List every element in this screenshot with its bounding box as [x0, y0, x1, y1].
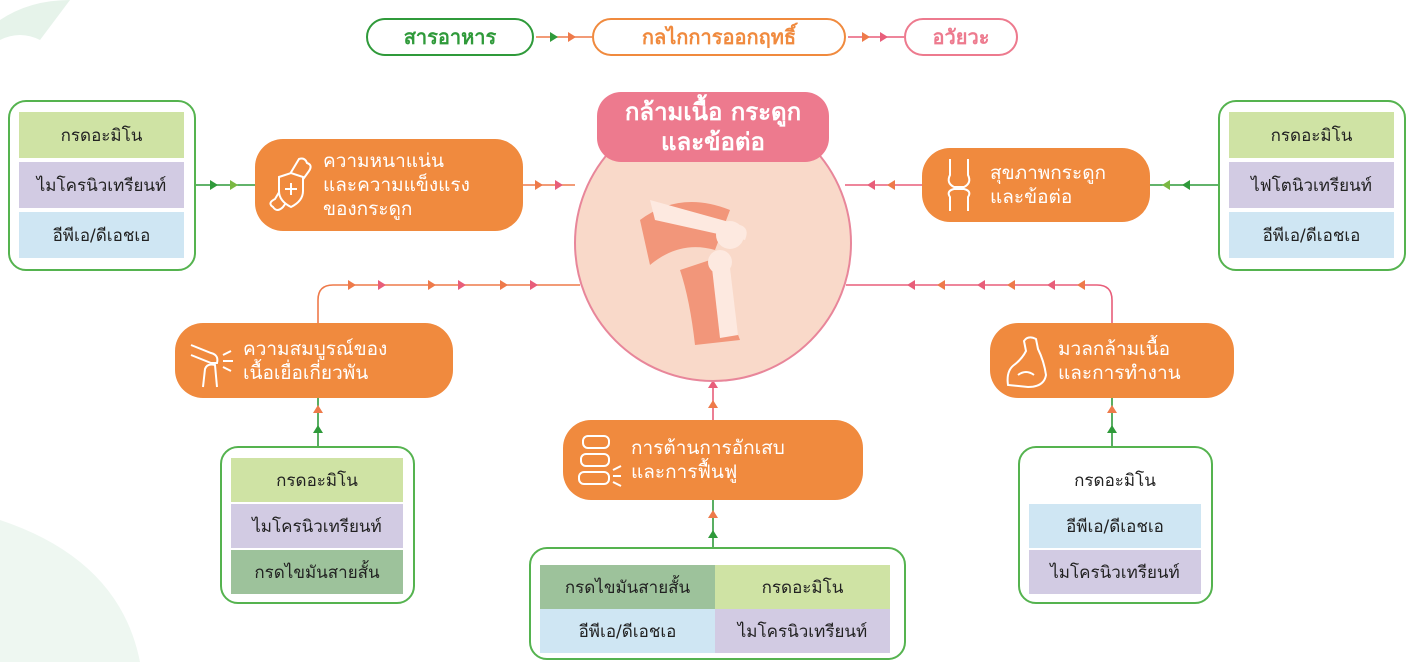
nutrient-cell: ไฟโตนิวเทรียนท์ — [1229, 162, 1394, 208]
node-muscle-mass: มวลกล้ามเนื้อ และการทำงาน — [990, 323, 1234, 398]
nutrient-cell: กรดไขมันสายสั้น — [540, 565, 715, 609]
header-mechanism: กลไกการออกฤทธิ์ — [592, 18, 846, 56]
joint-icon — [190, 343, 233, 387]
spine-icon — [578, 435, 622, 487]
nutrient-cell: อีพีเอ/ดีเอชเอ — [540, 609, 715, 653]
node-text-line: เนื้อเยื่อเกี่ยวพัน — [243, 361, 369, 384]
node-bone-health: สุขภาพกระดูก และข้อต่อ — [922, 148, 1150, 222]
node-text-line: และการฟื้นฟู — [631, 461, 738, 483]
node-bone-density: ความหนาแน่น และความแข็งแรง ของกระดูก — [255, 139, 523, 231]
nutrient-cell: อีพีเอ/ดีเอชเอ — [19, 212, 184, 258]
nutrient-cell: อีพีเอ/ดีเอชเอ — [1229, 212, 1394, 258]
arrow-icon — [536, 32, 592, 42]
nutrient-cell: กรดไขมันสายสั้น — [231, 550, 403, 594]
node-text-line: สุขภาพกระดูก — [990, 162, 1107, 184]
nutrient-cell: กรดอะมิโน — [1229, 112, 1394, 158]
arrow-icon — [848, 32, 904, 42]
node-text-line: และความแข็งแรง — [323, 174, 470, 196]
nutrient-cell: ไมโครนิวเทรียนท์ — [231, 504, 403, 548]
nutrient-cell: ไมโครนิวเทรียนท์ — [19, 162, 184, 208]
nutrient-box-bottom: กรดไขมันสายสั้น กรดอะมิโน อีพีเอ/ดีเอชเอ… — [529, 547, 906, 660]
nutrient-cell: อีพีเอ/ดีเอชเอ — [1029, 504, 1201, 548]
header-nutrients: สารอาหาร — [366, 18, 534, 56]
nutrient-cell: ไมโครนิวเทรียนท์ — [715, 609, 890, 653]
node-text-line: ของกระดูก — [323, 198, 413, 220]
header-organ: อวัยวะ — [904, 18, 1018, 56]
nutrient-box-mid-left: กรดอะมิโน ไมโครนิวเทรียนท์ กรดไขมันสายสั… — [220, 446, 415, 604]
bone-shield-icon — [269, 157, 312, 211]
node-text-line: มวลกล้ามเนื้อ — [1058, 337, 1171, 360]
nutrient-cell: กรดอะมิโน — [19, 112, 184, 158]
node-text-line: การต้านการอักเสบ — [631, 437, 785, 459]
node-text-line: และการทำงาน — [1058, 361, 1181, 384]
node-text-line: และข้อต่อ — [990, 186, 1073, 208]
nutrient-cell: กรดอะมิโน — [1074, 470, 1156, 491]
nutrient-cell: ไมโครนิวเทรียนท์ — [1029, 550, 1201, 594]
knee-illustration-icon — [640, 200, 747, 345]
nutrient-cell: กรดอะมิโน — [715, 565, 890, 609]
node-text-line: ความหนาแน่น — [323, 150, 444, 172]
nutrient-cell: กรดอะมิโน — [231, 458, 403, 502]
center-title-line2: และข้อต่อ — [661, 128, 765, 156]
node-connective-tissue: ความสมบูรณ์ของ เนื้อเยื่อเกี่ยวพัน — [175, 323, 453, 398]
node-inflammation: การต้านการอักเสบ และการฟื้นฟู — [563, 420, 863, 500]
center-title: กล้ามเนื้อ กระดูก และข้อต่อ — [597, 92, 829, 162]
nutrient-box-top-left: กรดอะมิโน ไมโครนิวเทรียนท์ อีพีเอ/ดีเอชเ… — [8, 100, 196, 271]
center-title-line1: กล้ามเนื้อ กระดูก — [624, 98, 802, 126]
nutrient-box-top-right: กรดอะมิโน ไฟโตนิวเทรียนท์ อีพีเอ/ดีเอชเอ — [1218, 100, 1406, 271]
nutrient-box-mid-right: กรดอะมิโน อีพีเอ/ดีเอชเอ ไมโครนิวเทรียนท… — [1018, 446, 1213, 604]
flexed-arm-icon — [1006, 335, 1048, 388]
knee-joint-icon — [947, 159, 971, 211]
node-text-line: ความสมบูรณ์ของ — [243, 337, 388, 360]
